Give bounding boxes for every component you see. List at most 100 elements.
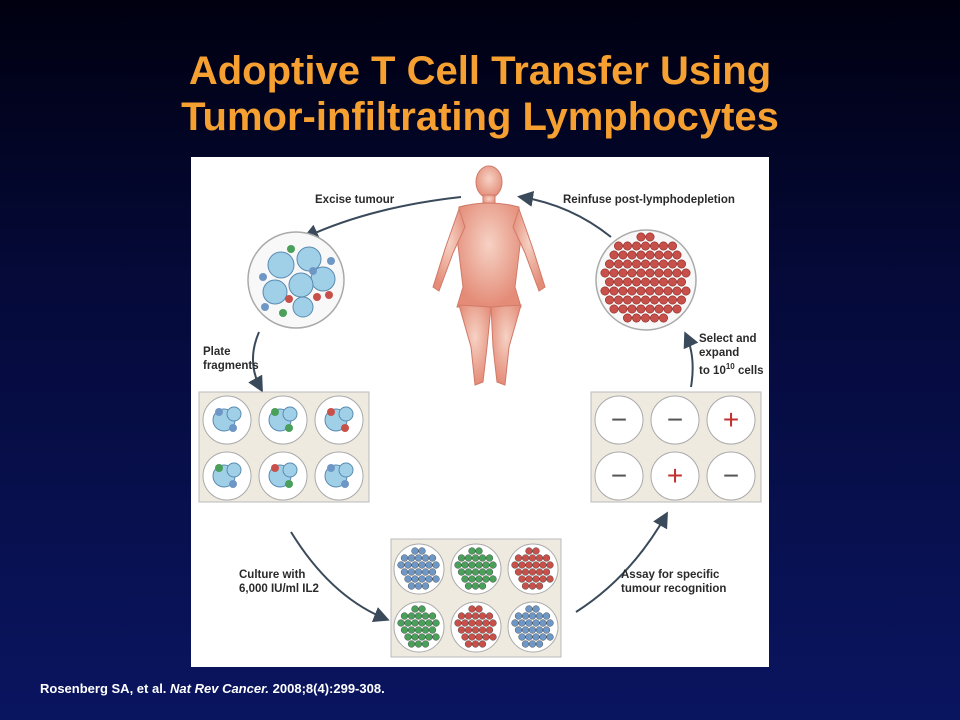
t-cell (631, 277, 641, 287)
patient-figure (432, 165, 546, 386)
t-cell (521, 612, 530, 620)
assay-result: − (723, 460, 739, 491)
culture-line-2: 6,000 IU/ml IL2 (239, 583, 319, 595)
t-cell (471, 640, 480, 648)
t-cell (618, 304, 628, 314)
t-cell (407, 554, 416, 562)
t-cell (658, 259, 668, 269)
t-cell (425, 619, 433, 627)
select-line-3: to 1010 cells (699, 360, 764, 378)
t-cell (631, 295, 641, 305)
t-cell (676, 277, 686, 287)
t-cell (475, 575, 483, 583)
t-cell (535, 626, 544, 634)
t-cell (421, 626, 430, 634)
arrow-culture (290, 531, 390, 622)
t-cell (640, 277, 650, 287)
t-cell (428, 612, 437, 620)
t-cell (461, 575, 469, 583)
t-cell (489, 619, 497, 627)
t-cell (414, 626, 423, 634)
t-cell (471, 626, 480, 634)
t-cell (645, 250, 655, 260)
t-cell (600, 286, 610, 296)
t-cell (672, 304, 682, 314)
t-cell (663, 250, 673, 260)
t-cell (528, 626, 537, 634)
t-cell (468, 605, 476, 613)
t-cell (471, 582, 480, 590)
t-cell (411, 561, 419, 569)
t-cell (532, 561, 540, 569)
t-cell (681, 286, 691, 296)
t-cell (478, 582, 487, 590)
citation-details: 2008;8(4):299-308. (269, 681, 385, 696)
t-cell (542, 554, 551, 562)
t-cell (636, 268, 646, 278)
t-cell (535, 582, 544, 590)
t-cell (613, 277, 623, 287)
t-cell (411, 633, 419, 641)
t-cell (229, 480, 237, 488)
t-cell (511, 619, 519, 627)
t-cell (667, 295, 677, 305)
t-cell (676, 295, 686, 305)
t-cell (482, 561, 490, 569)
t-cell (400, 612, 409, 620)
assay-result: − (611, 404, 627, 435)
label-plate-fragments: Plate fragments (203, 345, 259, 373)
t-cell (532, 605, 540, 613)
tumour-fragment (282, 406, 298, 422)
t-cell (411, 547, 419, 555)
tumour-circle (247, 231, 345, 329)
t-cell (521, 640, 530, 648)
t-cell (654, 268, 664, 278)
t-cell (645, 268, 655, 278)
t-cell (609, 250, 619, 260)
t-cell (432, 561, 440, 569)
t-cell (640, 259, 650, 269)
t-cell (546, 575, 554, 583)
t-cell (514, 554, 523, 562)
t-cell (604, 295, 614, 305)
t-cell (618, 268, 628, 278)
t-cell (667, 241, 677, 251)
assay-line-1: Assay for specific (621, 569, 720, 581)
t-cell (518, 561, 526, 569)
tumour-fragment (282, 462, 298, 478)
t-cell (528, 568, 537, 576)
t-cell (421, 554, 430, 562)
t-cell (471, 568, 480, 576)
t-cell (532, 619, 540, 627)
t-cell (546, 561, 554, 569)
t-cell (400, 554, 409, 562)
expanded-cells-circle (595, 229, 697, 331)
t-cell (457, 612, 466, 620)
t-cell (604, 259, 614, 269)
t-cell (400, 626, 409, 634)
t-cell (478, 612, 487, 620)
t-cell (464, 582, 473, 590)
t-cell (425, 561, 433, 569)
t-cell (414, 640, 423, 648)
label-reinfuse: Reinfuse post-lymphodepletion (563, 194, 735, 206)
t-cell (418, 547, 426, 555)
t-cell (649, 259, 659, 269)
t-cell (485, 626, 494, 634)
t-cell (658, 295, 668, 305)
tumour-fragment (226, 406, 242, 422)
t-cell (521, 626, 530, 634)
t-cell (535, 554, 544, 562)
t-cell (539, 561, 547, 569)
t-cell (341, 424, 349, 432)
t-cell (532, 547, 540, 555)
tumour-fragment (338, 462, 354, 478)
t-cell (681, 268, 691, 278)
t-cell (407, 626, 416, 634)
t-cell (528, 554, 537, 562)
t-cell (658, 241, 668, 251)
t-cell (542, 568, 551, 576)
t-cell (461, 561, 469, 569)
t-cell (627, 304, 637, 314)
t-cell (663, 268, 673, 278)
